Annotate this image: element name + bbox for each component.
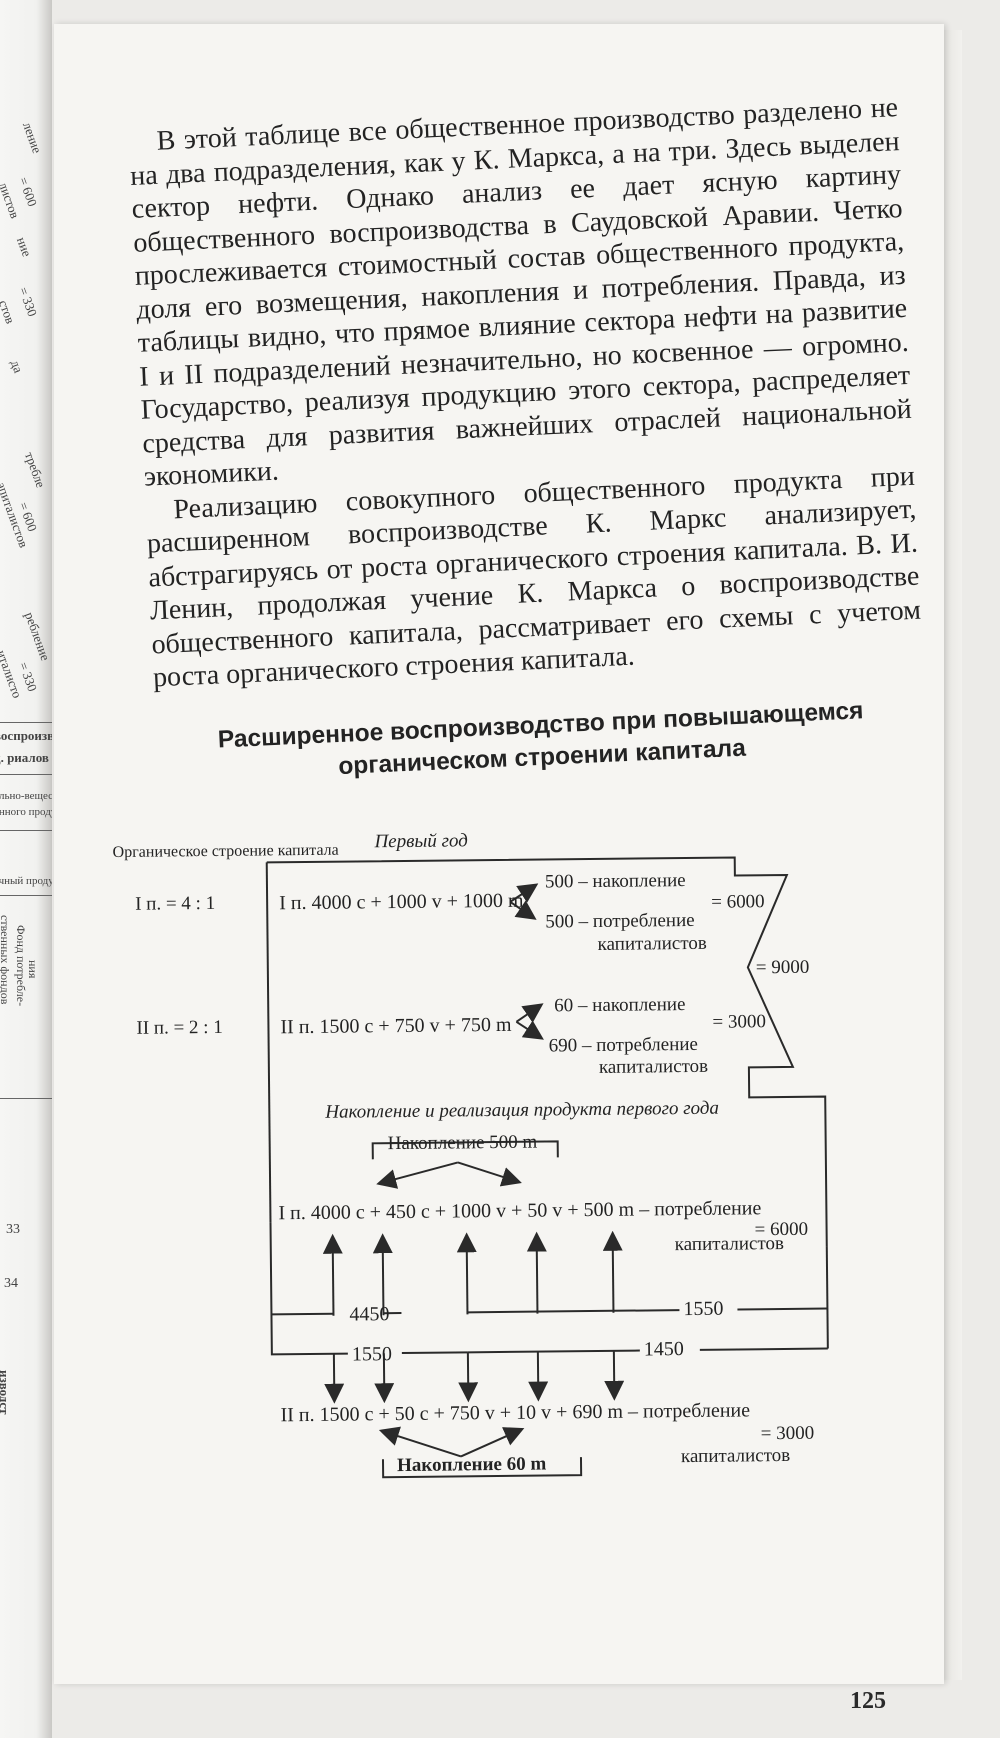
prev-fragment: ление — [19, 120, 45, 156]
prev-fragment: требле — [21, 450, 49, 490]
section-title: Расширенное воспроизводство при повышающ… — [155, 692, 927, 791]
II-accum: 60 – накопление — [554, 994, 686, 1017]
prev-fragment: 34 — [4, 1276, 18, 1291]
reproduction-diagram: Органическое строение капитала Первый го… — [112, 785, 982, 1554]
prev-fragment: ние — [13, 235, 35, 259]
year-header: Первый год — [374, 830, 468, 853]
grand-total: = 9000 — [755, 956, 810, 979]
prev-fragment: ния — [26, 960, 40, 979]
prev-fragment: ребление — [21, 610, 52, 663]
ratio-I: I п. = 4 : 1 — [135, 892, 216, 915]
accum-box-top: Накопление 500 m — [387, 1131, 538, 1155]
formula-II: II п. 1500 c + 750 v + 750 m — [280, 1013, 512, 1039]
row-II-total: = 3000 — [760, 1422, 815, 1445]
prev-fragment: енного продук — [0, 806, 52, 818]
prev-fragment: ально-вещест — [0, 790, 52, 802]
I-total: = 6000 — [711, 891, 765, 913]
prev-fragment: д. риалов — [0, 750, 49, 765]
prev-fragment: = 330 — [15, 285, 41, 319]
prev-fragment: ственных фондов — [0, 915, 12, 1005]
page-number: 125 — [850, 1688, 886, 1714]
prev-fragment: стов — [0, 298, 19, 326]
prev-fragment: да — [7, 358, 27, 375]
diagram-subheader: Накопление и реализация продукта первого… — [325, 1097, 720, 1123]
diagram-lines — [265, 856, 829, 1479]
prev-fragment: 33 — [6, 1222, 20, 1237]
II-total: = 3000 — [712, 1011, 766, 1033]
ratio-II: II п. = 2 : 1 — [136, 1016, 223, 1039]
prev-fragment: изводст — [0, 1370, 12, 1415]
frame-top-zigzag — [266, 856, 828, 1247]
prev-fragment: ечный продук — [0, 875, 52, 887]
value-1550-top: 1550 — [683, 1297, 724, 1321]
accum-box-bottom: Накопление 60 m — [396, 1453, 547, 1477]
prev-fragment: воспроизв — [0, 728, 52, 743]
previous-page-edge: ление = 600 листов ние = 330 стов да тре… — [0, 0, 52, 1738]
I-accum: 500 – накопление — [544, 870, 686, 893]
paragraph: В этой таблице все общественное производ… — [129, 92, 913, 493]
col-header: Органическое строение капитала — [112, 841, 339, 862]
value-1450: 1450 — [643, 1338, 684, 1361]
paragraph: Реализацию совокупного общественного про… — [146, 460, 922, 694]
row-II-capitalists: капиталистов — [680, 1444, 791, 1468]
I-consume-capitalists: капиталистов — [597, 932, 707, 955]
I-consume: 500 – потребление — [545, 909, 695, 933]
frame-right-line — [825, 1246, 829, 1349]
frame-left-line — [265, 862, 272, 1223]
II-consume: 690 – потребление — [548, 1033, 699, 1057]
page-right-edge — [944, 30, 962, 1680]
value-1550-bottom: 1550 — [351, 1343, 392, 1366]
formula-I: I п. 4000 c + 1000 v + 1000 m — [279, 889, 524, 915]
page-content: В этой таблице все общественное производ… — [128, 91, 927, 791]
II-consume-capitalists: капиталистов — [598, 1055, 709, 1078]
row-I-capitalists: капиталистов — [674, 1233, 785, 1256]
value-4450: 4450 — [349, 1303, 390, 1326]
book-page: В этой таблице все общественное производ… — [54, 24, 944, 1684]
